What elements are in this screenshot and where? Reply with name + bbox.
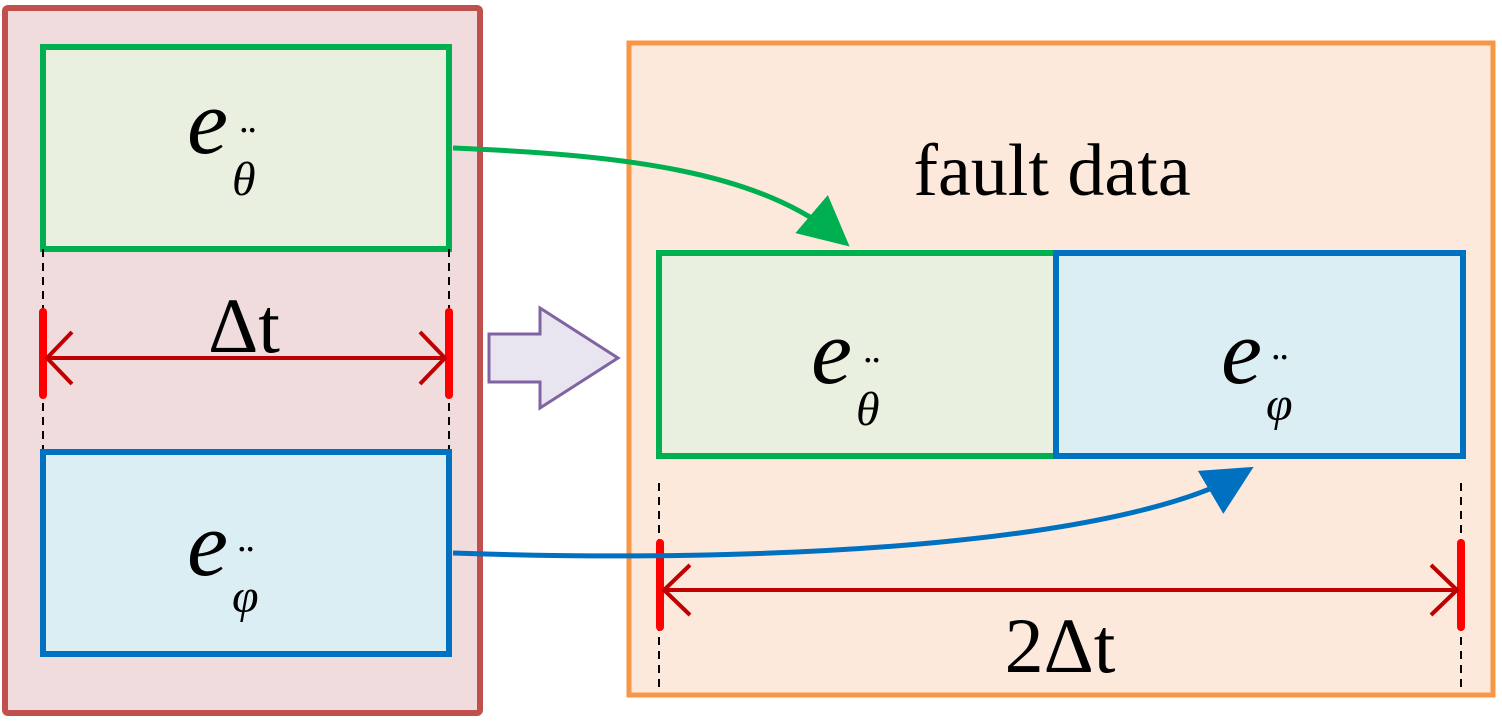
transfer-arrow — [487, 305, 621, 411]
right-phi-block-subscript: φ — [1266, 378, 1293, 431]
right-theta-block-dots: ¨ — [864, 346, 880, 399]
right-theta-block-symbol: e — [811, 301, 852, 403]
left-phi-block-subscript: φ — [232, 570, 259, 623]
right-theta-block-rect — [656, 250, 1059, 459]
theta-mapping-arrow — [452, 145, 850, 247]
right-panel-title: fault data — [913, 130, 1190, 212]
left-theta-block-dots: ¨ — [240, 116, 256, 169]
right-phi-block-dots: ¨ — [1272, 343, 1288, 396]
right-phi-block-symbol: e — [1221, 301, 1262, 403]
left-panel: e θ ¨ Δt e φ — [2, 5, 483, 716]
right-interval-marker: 2Δt — [656, 539, 1465, 689]
left-interval-arrowhead-right — [418, 330, 448, 386]
right-interval-label: 2Δt — [1005, 602, 1116, 689]
left-interval-label: Δt — [208, 282, 280, 369]
left-phi-block: e φ ¨ — [40, 449, 452, 657]
right-theta-block-subscript: θ — [856, 383, 880, 436]
left-theta-block-rect — [40, 44, 452, 252]
right-phi-block: e φ ¨ — [1053, 250, 1466, 459]
right-theta-block: e θ ¨ — [656, 250, 1059, 459]
left-interval-marker: Δt — [39, 282, 453, 399]
right-interval-arrowhead-right — [1429, 563, 1460, 617]
left-phi-block-dots: ¨ — [238, 535, 254, 588]
left-phi-block-symbol: e — [187, 493, 228, 595]
right-phi-block-rect — [1053, 250, 1466, 459]
left-theta-block-symbol: e — [187, 71, 228, 173]
phi-mapping-arrow — [452, 466, 1254, 559]
left-phi-block-rect — [40, 449, 452, 657]
left-theta-block: e θ ¨ — [40, 44, 452, 252]
left-interval-arrowhead-left — [44, 330, 74, 386]
left-theta-block-subscript: θ — [232, 153, 256, 206]
right-interval-arrowhead-left — [661, 563, 692, 617]
right-panel: fault data e θ ¨ e φ ¨ — [626, 40, 1496, 698]
